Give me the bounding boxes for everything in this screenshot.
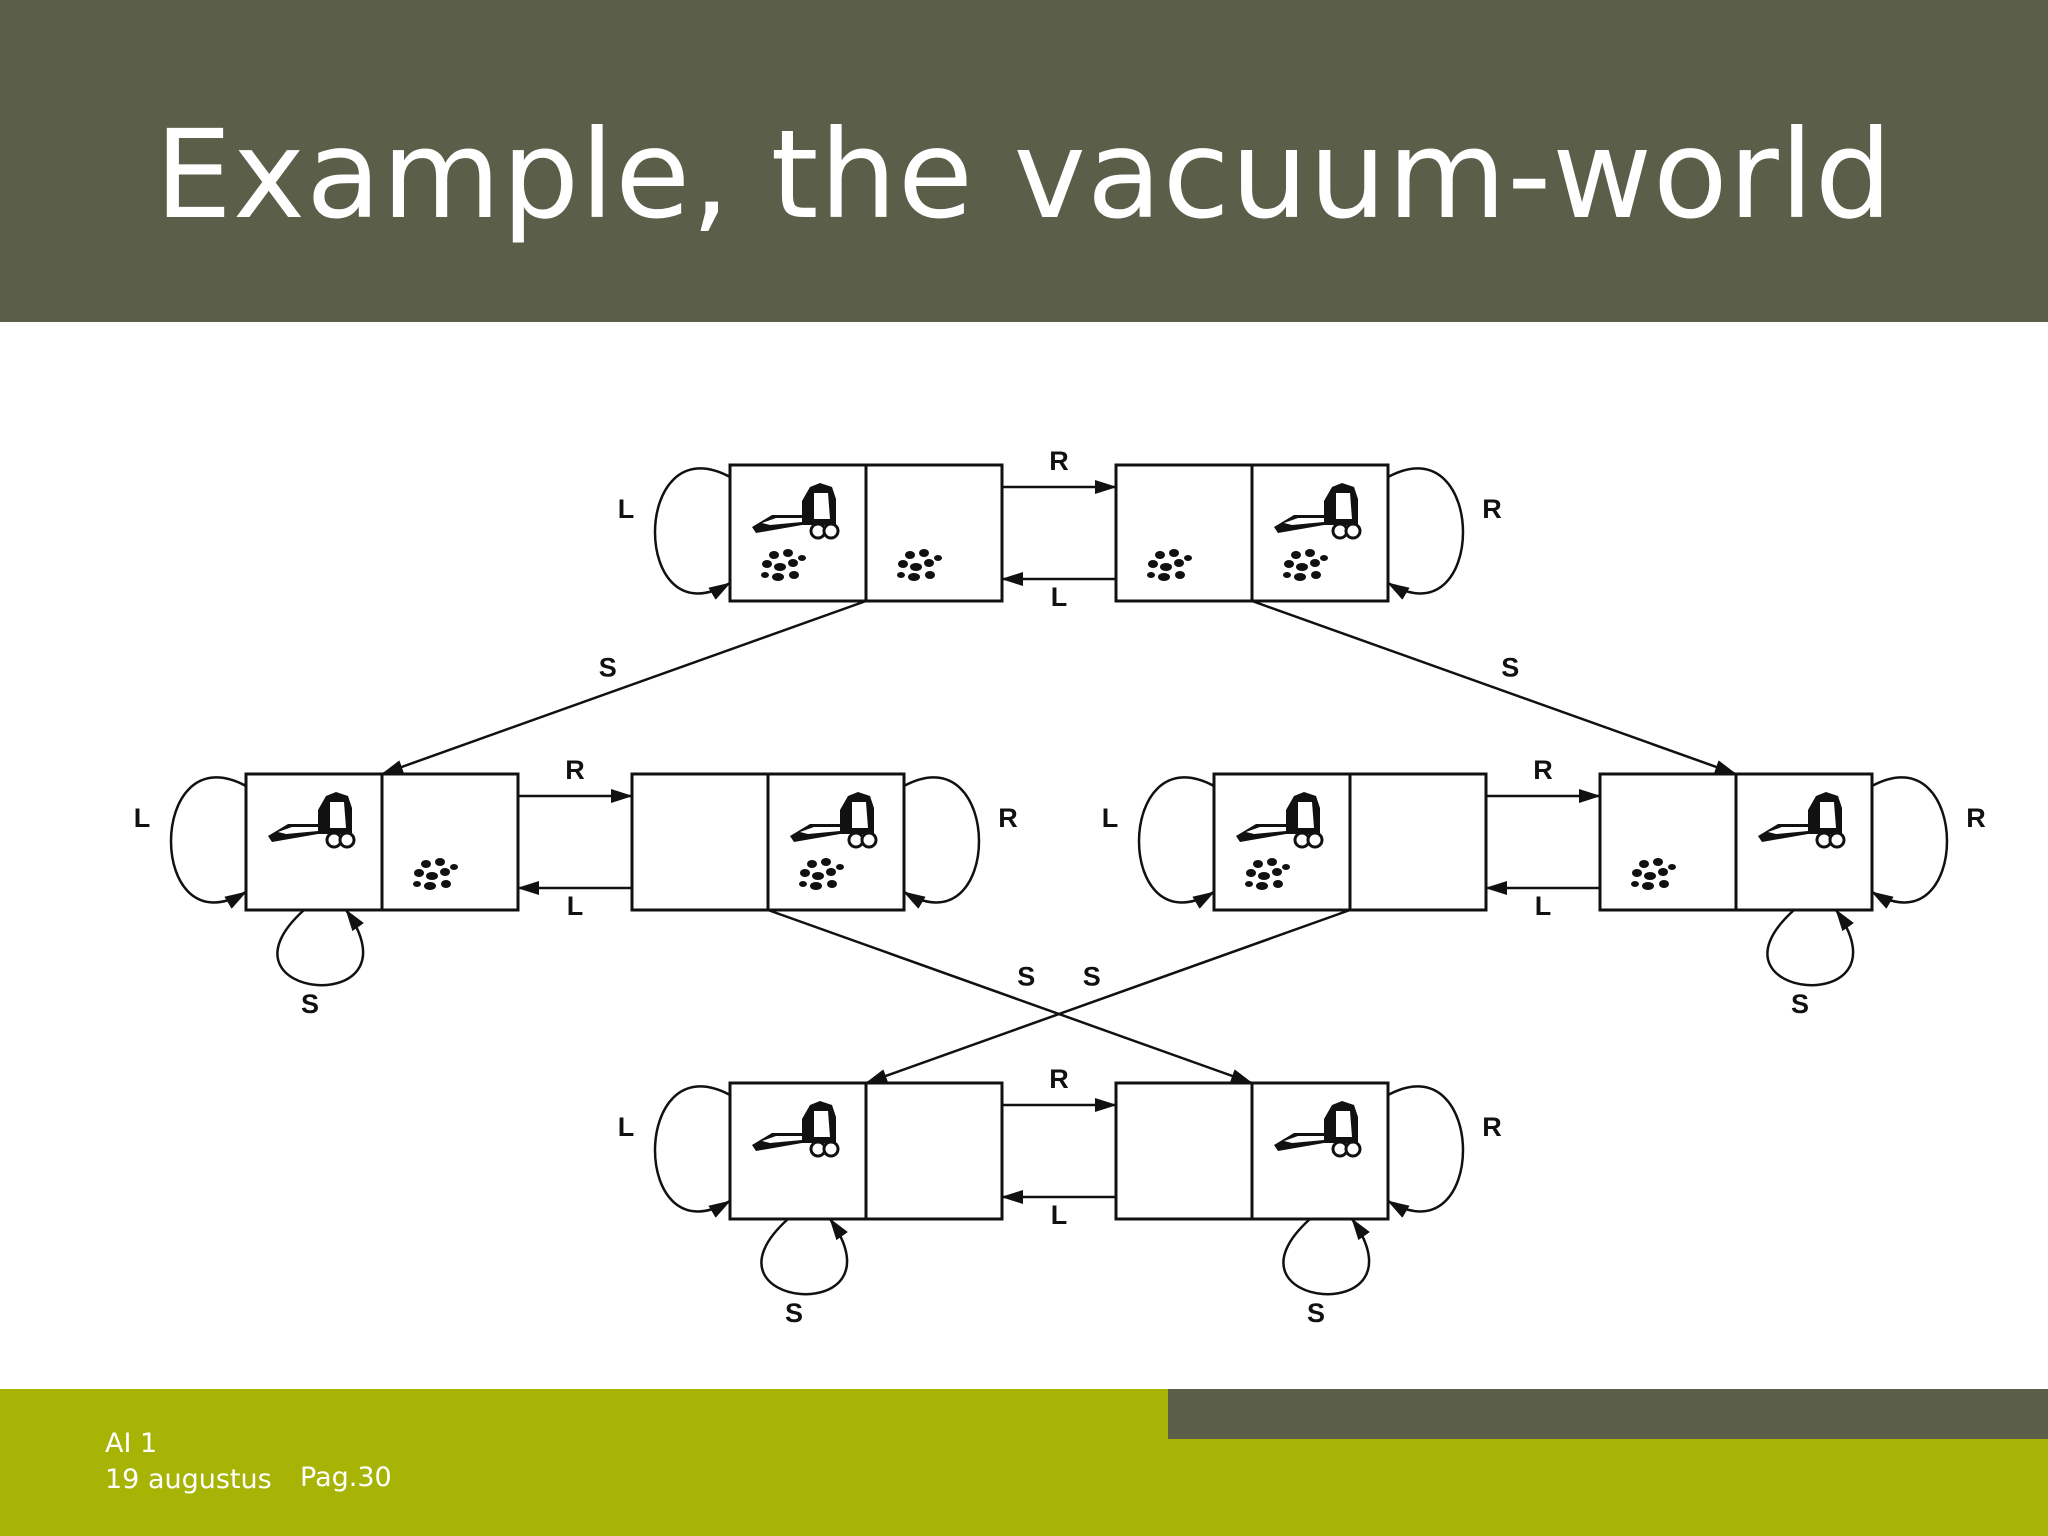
state-s2: [1114, 463, 1390, 603]
transition-s2-s2: [1387, 467, 1465, 600]
transition-s5-s7: [865, 908, 1351, 1085]
action-label-s1-s3: S: [599, 653, 617, 683]
action-label-s8-loop: R: [1482, 1112, 1502, 1142]
state-s1: [728, 463, 1004, 603]
action-label-s7-loop: S: [785, 1298, 803, 1328]
action-label-s3-loop: L: [134, 803, 151, 833]
state-s3: [244, 772, 520, 912]
action-label-s5-s7: S: [1083, 962, 1101, 992]
state-s8: [1114, 1081, 1390, 1221]
action-label-s1-loop: L: [618, 494, 635, 524]
footer-accent-bar: [1168, 1389, 2048, 1439]
slide-title: Example, the vacuum-world: [154, 104, 1894, 246]
transition-s2-s6: [1251, 599, 1737, 776]
transition-s4-s4: [903, 776, 981, 909]
transition-s3-s3: [169, 776, 247, 909]
action-label-s5-s6: R: [1533, 755, 1553, 785]
action-label-s7-loop: L: [618, 1112, 635, 1142]
transition-s7-s7: [653, 1085, 731, 1218]
action-label-s6-s5: L: [1535, 891, 1552, 921]
title-bar: Example, the vacuum-world: [0, 0, 2048, 322]
transition-s6-s6: [1871, 776, 1949, 909]
state-s4: [630, 772, 906, 912]
transition-s1-s1: [653, 467, 731, 600]
transition-s1-s3: [381, 599, 867, 776]
transition-s5-s5: [1137, 776, 1215, 909]
action-label-s3-loop: S: [301, 989, 319, 1019]
footer-course: AI 1: [105, 1428, 158, 1459]
state-s5: [1212, 772, 1488, 912]
transition-s3-s3: [276, 909, 365, 987]
state-s7: [728, 1081, 1004, 1221]
state-s6: [1598, 772, 1874, 912]
action-label-s4-s8: S: [1017, 962, 1035, 992]
action-label-s8-loop: S: [1307, 1298, 1325, 1328]
transition-s6-s6: [1766, 909, 1855, 987]
action-label-s2-s6: S: [1501, 653, 1519, 683]
action-label-s4-loop: R: [998, 803, 1018, 833]
action-label-s4-s3: L: [567, 891, 584, 921]
transition-s8-s8: [1387, 1085, 1465, 1218]
action-label-s6-loop: R: [1966, 803, 1986, 833]
action-label-s2-s1: L: [1051, 582, 1068, 612]
transition-s7-s7: [760, 1218, 849, 1296]
action-label-s8-s7: L: [1051, 1200, 1068, 1230]
action-label-s7-s8: R: [1049, 1064, 1069, 1094]
transition-s8-s8: [1282, 1218, 1371, 1296]
action-label-s1-s2: R: [1049, 446, 1069, 476]
transition-s4-s8: [767, 908, 1253, 1085]
footer-page-number: Pag.30: [300, 1462, 392, 1493]
action-label-s2-loop: R: [1482, 494, 1502, 524]
action-label-s3-s4: R: [565, 755, 585, 785]
footer-date: 19 augustus: [105, 1464, 272, 1495]
action-label-s5-loop: L: [1102, 803, 1119, 833]
action-label-s6-loop: S: [1791, 989, 1809, 1019]
